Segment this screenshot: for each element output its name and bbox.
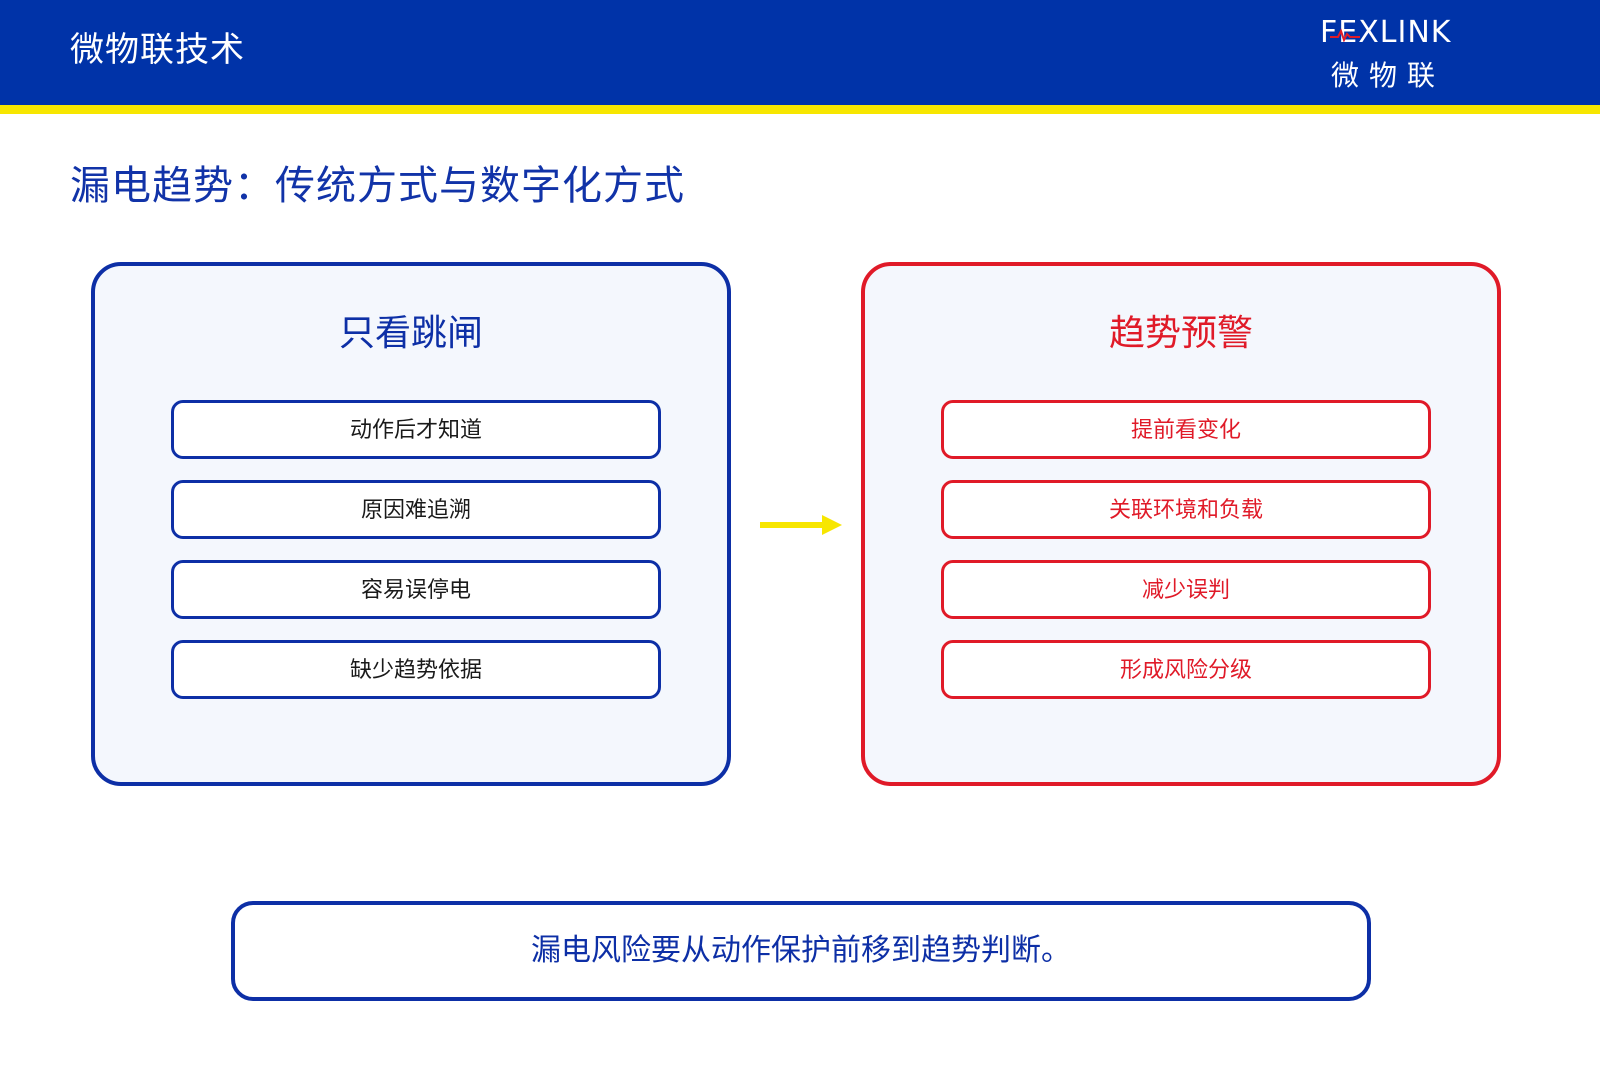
traditional-list: 动作后才知道 原因难追溯 容易误停电 缺少趋势依据 bbox=[171, 400, 661, 720]
brand-logo: FEXLINK 微物联 bbox=[1320, 12, 1490, 98]
conclusion-box: 漏电风险要从动作保护前移到趋势判断。 bbox=[231, 901, 1371, 1001]
traditional-item: 原因难追溯 bbox=[171, 480, 661, 539]
arrow-right-icon bbox=[760, 515, 842, 535]
digital-panel-title: 趋势预警 bbox=[1108, 313, 1253, 354]
header-stripe bbox=[0, 105, 1600, 114]
traditional-item: 缺少趋势依据 bbox=[171, 640, 661, 699]
traditional-panel-title: 只看跳闸 bbox=[338, 313, 483, 354]
digital-list: 提前看变化 关联环境和负载 减少误判 形成风险分级 bbox=[941, 400, 1431, 720]
traditional-item: 容易误停电 bbox=[171, 560, 661, 619]
traditional-item: 动作后才知道 bbox=[171, 400, 661, 459]
traditional-panel: 只看跳闸 动作后才知道 原因难追溯 容易误停电 缺少趋势依据 bbox=[91, 262, 731, 786]
brand-subtitle: 微物联 bbox=[1330, 59, 1445, 92]
digital-item: 形成风险分级 bbox=[941, 640, 1431, 699]
pulse-icon bbox=[1330, 28, 1360, 42]
header-title: 微物联技术 bbox=[70, 30, 245, 70]
page-title: 漏电趋势：传统方式与数字化方式 bbox=[70, 163, 685, 209]
digital-item: 减少误判 bbox=[941, 560, 1431, 619]
digital-item: 关联环境和负载 bbox=[941, 480, 1431, 539]
digital-panel: 趋势预警 提前看变化 关联环境和负载 减少误判 形成风险分级 bbox=[861, 262, 1501, 786]
header-bar: 微物联技术 FEXLINK 微物联 bbox=[0, 0, 1600, 105]
digital-item: 提前看变化 bbox=[941, 400, 1431, 459]
